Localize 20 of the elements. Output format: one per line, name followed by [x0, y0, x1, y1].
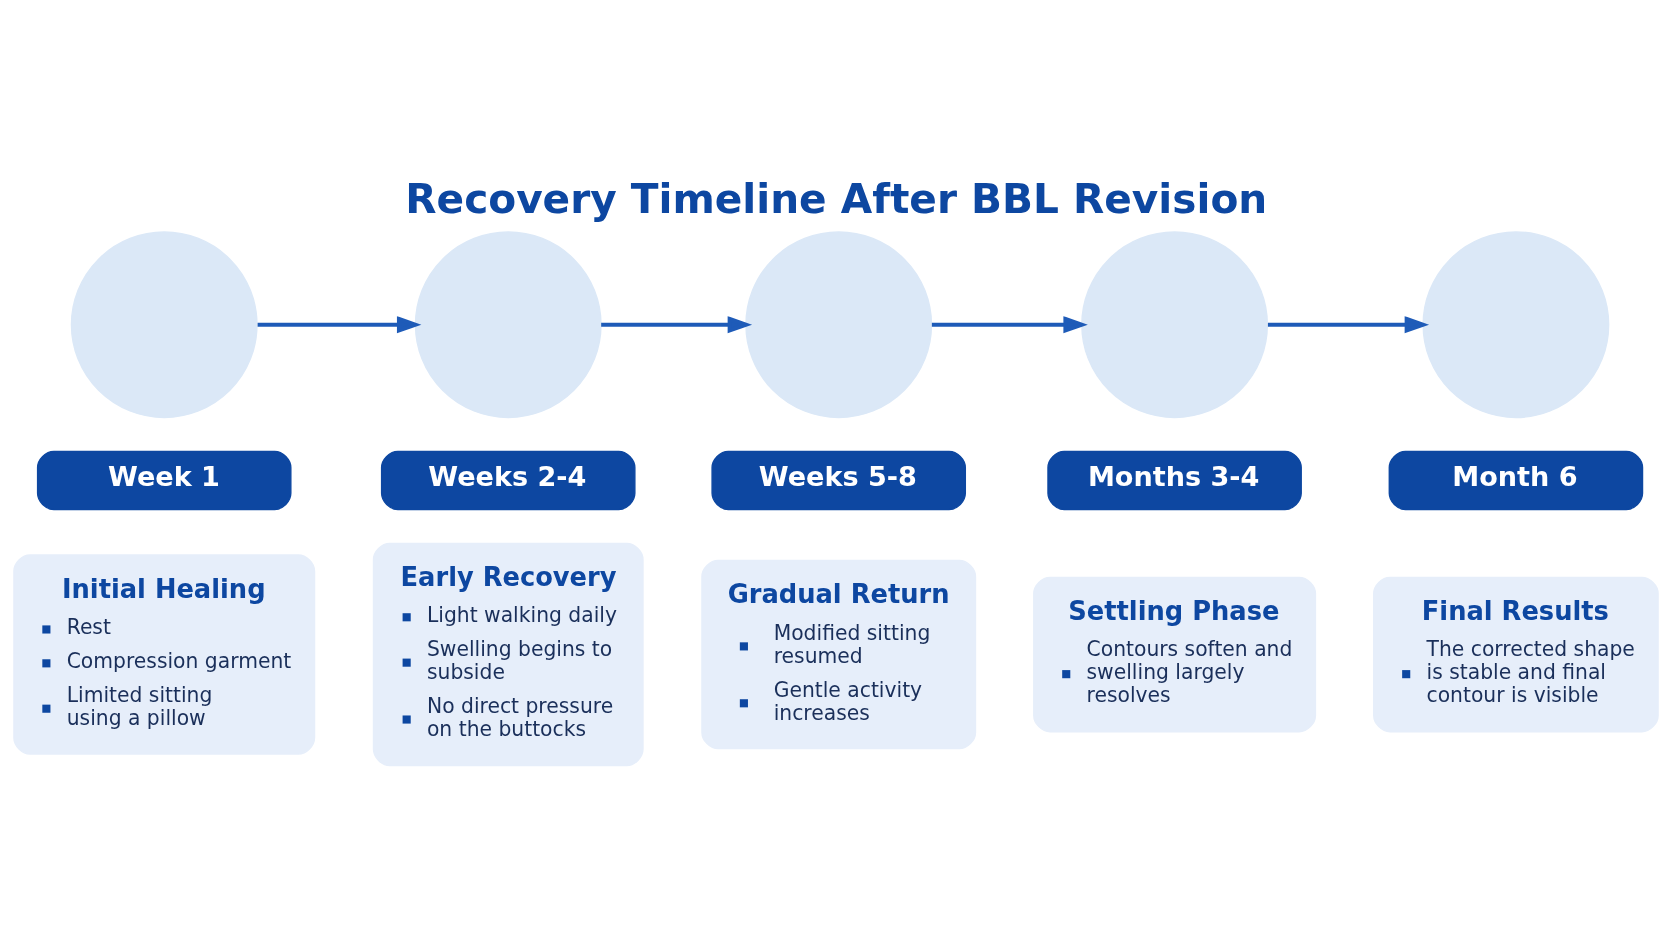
node-box: Month 6	[1388, 450, 1644, 510]
diagram-title: Recovery Timeline After BBL Revision	[405, 174, 1268, 223]
node-circle	[745, 230, 933, 418]
node-box: Week 1	[36, 450, 292, 510]
node-box: Early Recovery Light walking daily Swelling begins to subside No direct pressure on the buttocks	[372, 542, 644, 766]
node-circle	[70, 230, 258, 418]
node-circle	[1422, 230, 1610, 418]
arrow	[1267, 315, 1430, 333]
node-box: Weeks 5-8	[711, 450, 967, 510]
node-box: Gradual Return Modified sitting resumed Gentle activity increases	[701, 559, 977, 749]
arrow	[601, 315, 753, 333]
node-box: Weeks 2-4	[380, 450, 636, 510]
node-box: Final Results The corrected shape is stable and final contour is visible	[1373, 576, 1659, 732]
arrow	[931, 315, 1088, 333]
arrow	[257, 315, 422, 333]
node-box: Settling Phase Contours soften and swelling largely resolves	[1033, 576, 1317, 732]
node-box: Initial Healing Rest Compression garment Limited sitting using a pillow	[13, 553, 316, 755]
node-box: Months 3-4	[1047, 450, 1302, 510]
node-circle	[1081, 230, 1269, 418]
node-circle	[414, 230, 602, 418]
